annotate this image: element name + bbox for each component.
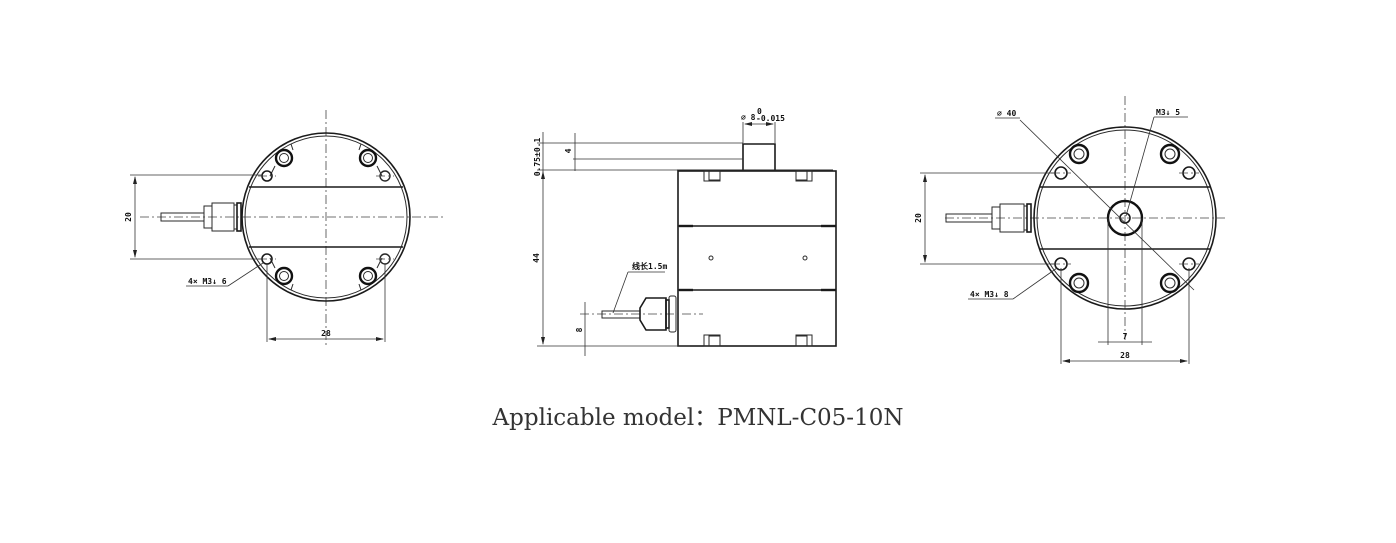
flange-offset-label: 0.75±0.1	[533, 138, 542, 177]
model-caption: Applicable model：PMNL-C05-10N	[492, 405, 904, 431]
body-diameter-label: ⌀ 40	[997, 109, 1016, 118]
dim-height-label: 20	[124, 212, 133, 222]
dim-width-label: 28	[321, 329, 331, 338]
hub-width-label: 7	[1123, 332, 1128, 341]
shaft-tol-lower: -0.015	[756, 114, 785, 123]
body-chamfer	[244, 135, 408, 299]
counterbore-holes	[269, 143, 383, 291]
front-view: 20 28 4× M3↓ 6	[124, 110, 445, 345]
threaded-holes	[258, 170, 394, 265]
cable-length-label: 线长1.5m	[632, 261, 667, 271]
cable-connector	[945, 203, 1032, 233]
shaft-tol-upper: 0	[757, 107, 762, 116]
cable-offset-label: 8	[575, 327, 584, 332]
cable-connector	[160, 202, 242, 232]
body-outline	[1033, 126, 1217, 310]
slots	[703, 170, 813, 347]
rear-view: ⌀ 40 M3↓ 5 20 4× M3↓ 8 7 28	[914, 96, 1225, 364]
center-thread-label: M3↓ 5	[1156, 108, 1180, 117]
mount-holes-label: 4× M3↓ 6	[188, 277, 227, 286]
shaft-outline	[742, 143, 776, 170]
shaft-diameter-label: ⌀ 8	[741, 113, 756, 122]
mount-holes-label: 4× M3↓ 8	[970, 290, 1009, 299]
body-height-label: 44	[532, 253, 541, 263]
counterbore-holes	[1068, 143, 1181, 294]
side-view: 线长1.5m ⌀ 8 0 -0.015 4 0.75±0.1 44 8	[532, 107, 837, 356]
shaft-length-label: 4	[564, 148, 573, 153]
cable-connector	[580, 295, 703, 333]
dim-width-label: 28	[1120, 351, 1130, 360]
body-outline	[241, 132, 411, 302]
body-outline	[677, 170, 837, 347]
dim-height-label: 20	[914, 213, 923, 223]
